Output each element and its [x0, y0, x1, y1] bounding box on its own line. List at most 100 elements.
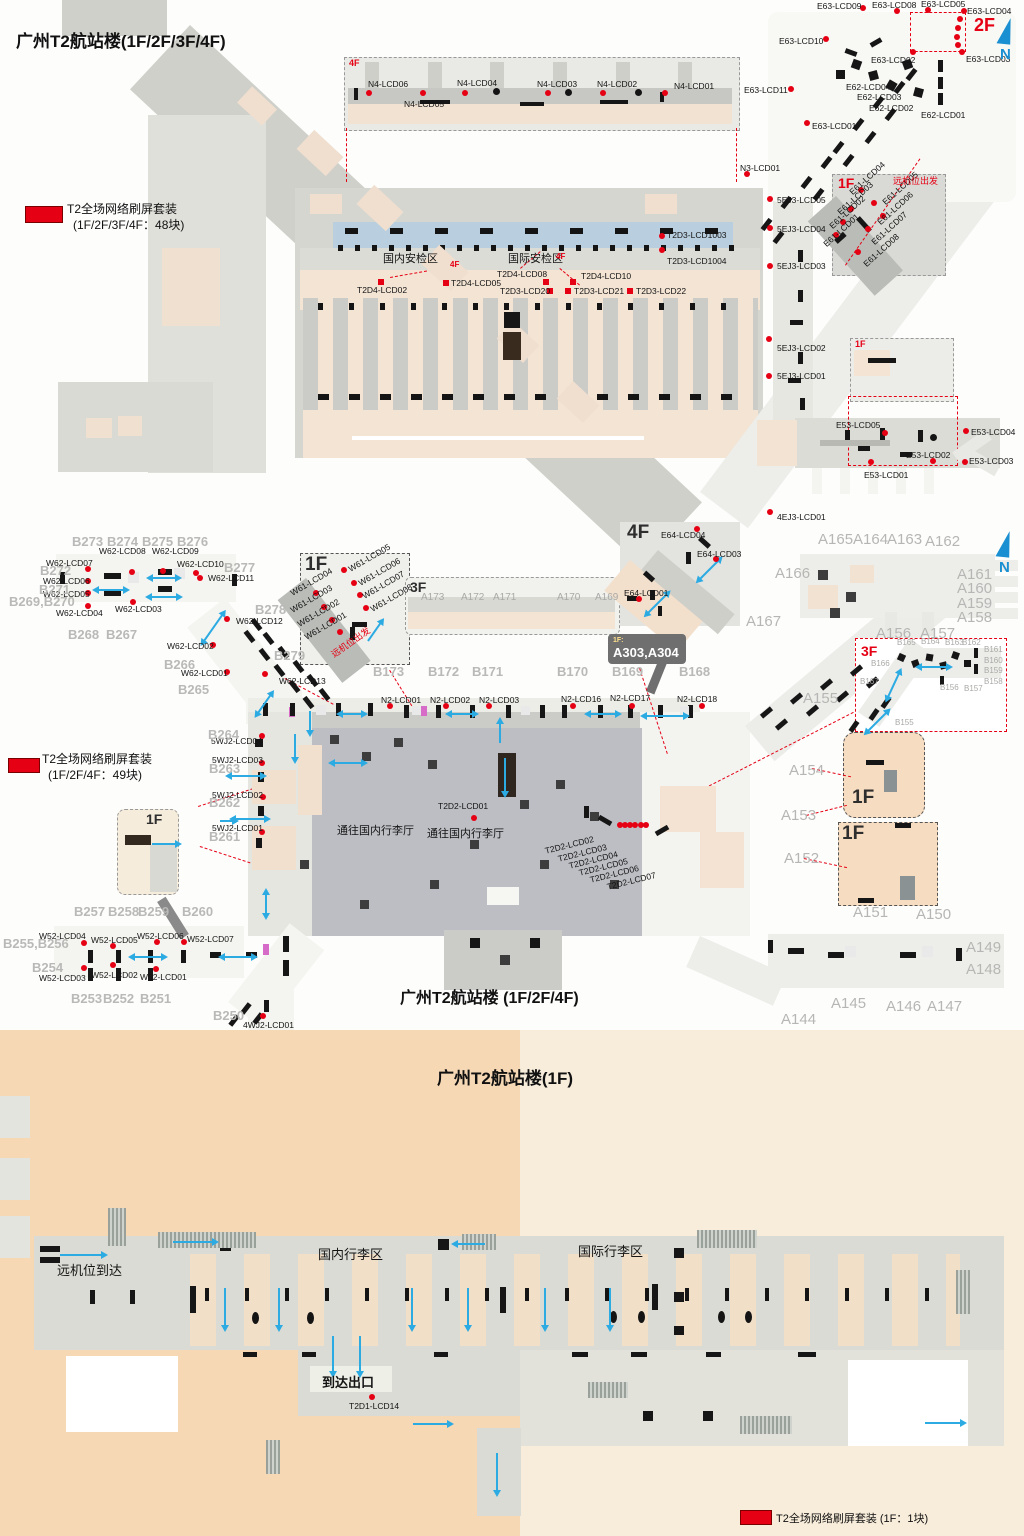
legend-swatch: [8, 758, 40, 773]
lcd-dot: [262, 671, 268, 677]
map-block: [116, 950, 121, 963]
map-block: [590, 812, 599, 821]
map-block: [487, 887, 519, 905]
map-block: [974, 648, 978, 658]
apron: [303, 410, 758, 458]
map-block: [658, 705, 663, 718]
floor-tag: 1F: [852, 787, 875, 808]
map-block: [900, 952, 916, 958]
map-block: [774, 718, 789, 731]
lcd-dot: [313, 590, 319, 596]
zone-label: 国际行李区: [578, 1244, 644, 1259]
map-block: [330, 735, 339, 744]
lcd-dot: [868, 459, 874, 465]
map-block: [90, 1290, 95, 1304]
escalator-hatch: [462, 1234, 496, 1250]
e53-inset-beige: [854, 350, 890, 376]
map-block: [832, 140, 845, 155]
flow-arrow: [413, 1420, 454, 1428]
gate-label: B158: [984, 677, 1003, 686]
map-block: [40, 1246, 60, 1252]
lcd-dot: [962, 459, 968, 465]
gate-label: A173: [421, 592, 445, 603]
map-block: [158, 586, 172, 592]
lcd-label: W52-LCD04: [39, 931, 86, 941]
lcd-dot: [351, 580, 357, 586]
baggage-belt: [307, 1312, 314, 1324]
lcd-dot: [957, 16, 963, 22]
poi-dot: [930, 434, 937, 441]
lcd-dot: [259, 829, 265, 835]
map-block: [598, 705, 603, 718]
flow-arrow: [445, 710, 479, 718]
map-block: [258, 647, 271, 662]
zone-label: 远机位出发: [893, 176, 939, 186]
map-block: [162, 248, 220, 326]
flow-arrow: [146, 574, 182, 582]
lcd-label: T2D2-LCD01: [438, 801, 489, 811]
map-block: [885, 612, 897, 636]
lcd-label: W62-LCD13: [279, 676, 326, 686]
lcd-label: N2-LCD01: [381, 695, 422, 705]
map-block: [759, 706, 774, 719]
inset-west-gray: [150, 845, 177, 892]
map-block: [298, 745, 322, 815]
map-block: [848, 720, 860, 733]
flow-arrow: [145, 593, 183, 601]
lcd-dot: [181, 939, 187, 945]
lcd-label: 5EJ3-LCD03: [777, 261, 826, 271]
map-block: [964, 660, 971, 667]
lcd-dot: [363, 605, 369, 611]
lcd-dot: [871, 200, 877, 206]
map-block: [104, 573, 121, 579]
lcd-label: E63-LCD02: [871, 55, 916, 65]
band-dashes: [345, 228, 730, 234]
gate-label: A151: [853, 904, 889, 921]
baggage-belt: [610, 1311, 617, 1323]
map-block: [790, 320, 803, 325]
lcd-label: W62-LCD07: [46, 558, 93, 568]
lcd-label: T2D4-LCD08: [497, 269, 548, 279]
map-block: [421, 706, 427, 716]
map-block: [290, 703, 295, 716]
map-block: [181, 950, 186, 963]
gate-label: B162: [962, 638, 981, 647]
lcd-label: E63-LCD09: [817, 1, 862, 11]
gate-label: B264: [208, 727, 240, 742]
lcd-label: E63-LCD11: [744, 85, 788, 95]
lcd-label: N4-LCD05: [404, 99, 445, 109]
lcd-dot: [85, 603, 91, 609]
lcd-dot: [197, 575, 203, 581]
map-block: [918, 430, 923, 442]
lcd-dot: [154, 939, 160, 945]
cutout-left: [66, 1356, 178, 1432]
map-block: [788, 948, 804, 954]
gate-label: B269,B270: [9, 594, 75, 609]
lcd-label: W52-LCD05: [91, 935, 138, 945]
map-block: [365, 62, 379, 88]
lcd-dot: [160, 568, 166, 574]
lcd-label: W62-LCD10: [177, 559, 224, 569]
lcd-label: T2D4-LCD02: [357, 285, 408, 295]
map-block: [819, 678, 834, 691]
map-block: [190, 1286, 196, 1313]
map-block: [128, 572, 139, 583]
map-block: [988, 608, 1018, 619]
lcd-dot: [471, 815, 477, 821]
lcd-dot: [337, 629, 343, 635]
floor-tag: 1F: [842, 823, 865, 844]
e53-west: [757, 420, 797, 466]
map-block: [674, 1326, 684, 1335]
map-block: [300, 860, 309, 869]
map-block: [974, 664, 978, 674]
map-block: [845, 430, 850, 442]
map-block: [130, 1290, 135, 1304]
map-block: [296, 129, 344, 177]
map-block: [556, 380, 600, 424]
lcd-dot: [629, 703, 635, 709]
floor-tag: 4F: [450, 260, 460, 269]
legend-text: T2全场网络刷屏套装: [67, 202, 178, 216]
a17-beige-strip: [408, 612, 615, 629]
map-block: [846, 592, 856, 602]
lcd-dot: [930, 458, 936, 464]
